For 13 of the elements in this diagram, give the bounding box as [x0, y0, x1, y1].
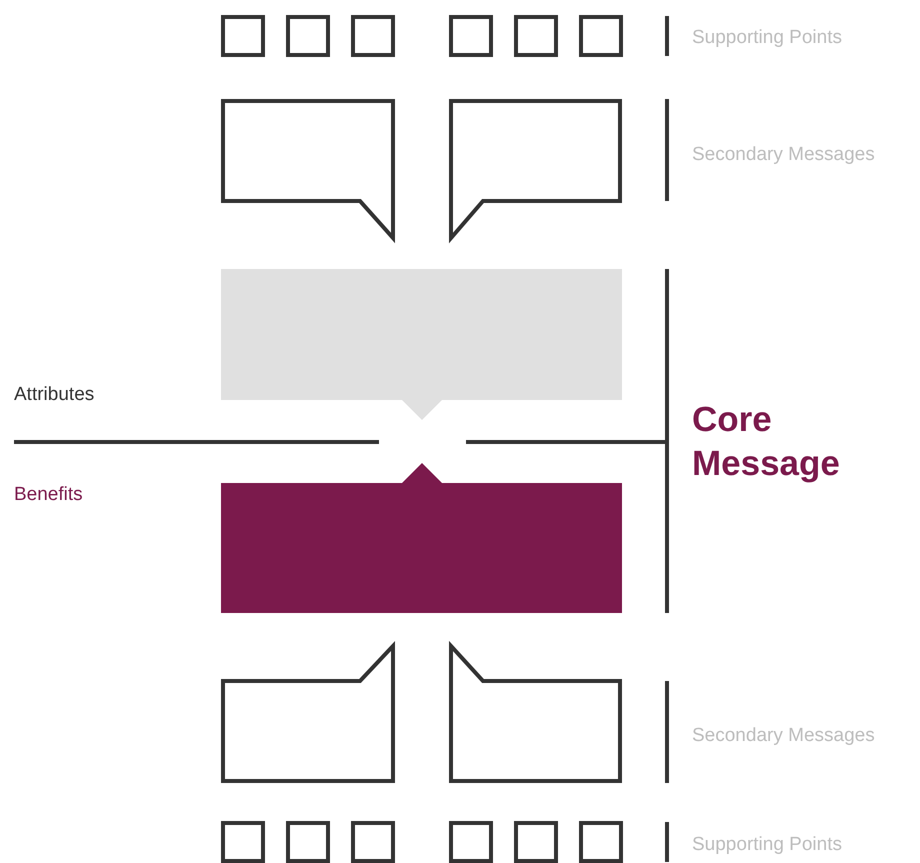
- label: Attributes: [14, 383, 94, 407]
- heading: Core Message: [692, 399, 841, 485]
- callout-box: [221, 463, 622, 613]
- label: Secondary Messages: [692, 724, 875, 748]
- label: Supporting Points: [692, 833, 842, 857]
- label: Supporting Points: [692, 26, 842, 50]
- callout-box: [221, 269, 622, 420]
- speech-bubble: [221, 640, 395, 783]
- speech-bubble: [221, 99, 395, 244]
- label: Benefits: [14, 483, 83, 507]
- speech-bubble: [449, 640, 622, 783]
- label: Secondary Messages: [692, 143, 875, 167]
- speech-bubble: [449, 99, 622, 244]
